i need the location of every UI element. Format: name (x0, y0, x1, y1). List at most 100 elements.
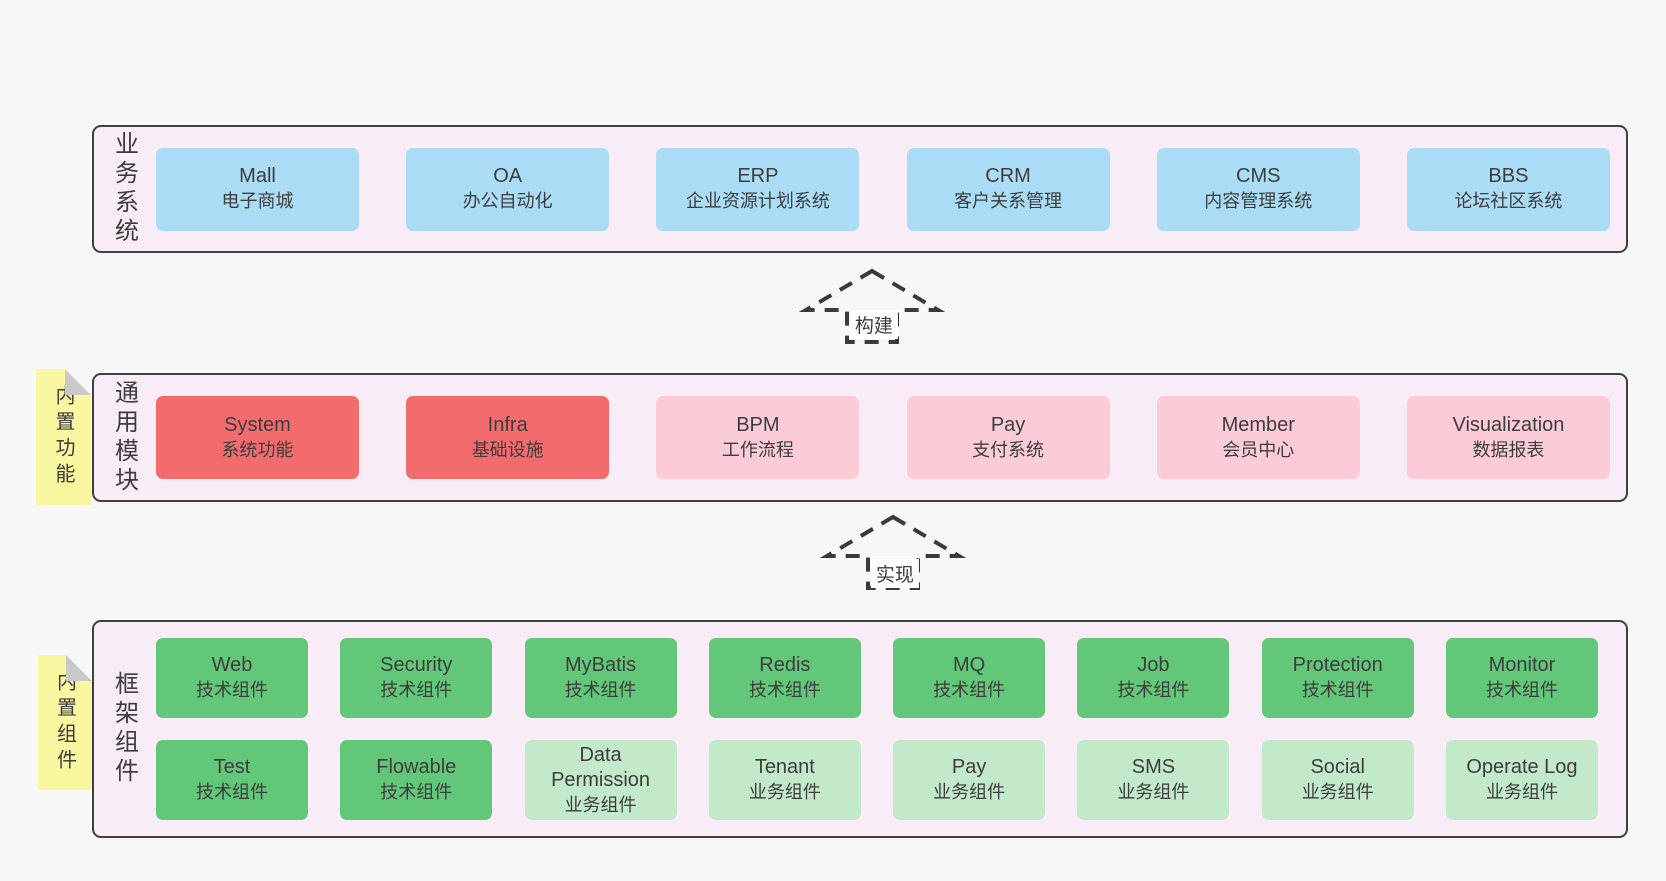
box-erp: ERP 企业资源计划系统 (656, 147, 860, 231)
box-mybatis-name: MyBatis (565, 654, 637, 676)
business-boxes-row: Mall 电子商城 OA 办公自动化 ERP 企业资源计划系统 CRM 客户关系… (146, 127, 1626, 251)
box-mybatis: MyBatis 技术组件 (524, 638, 677, 718)
box-pay-component-desc: 业务组件 (933, 782, 1006, 802)
framework-row-2: Test 技术组件 Flowable 技术组件 Data Permission … (156, 740, 1598, 820)
box-member-name: Member (1221, 413, 1295, 436)
box-tenant-name: Tenant (754, 756, 815, 778)
box-sms-name: SMS (1131, 756, 1176, 778)
builtin-components-note: 内置组件 (38, 655, 92, 790)
box-cms-name: CMS (1236, 165, 1281, 187)
box-web-desc: 技术组件 (196, 680, 268, 700)
box-operate-log-desc: 业务组件 (1485, 782, 1558, 802)
box-monitor: Monitor 技术组件 (1445, 638, 1598, 718)
implement-arrow-label: 实现 (870, 559, 919, 588)
box-protection: Protection 技术组件 (1261, 638, 1414, 718)
common-modules-layer: 通用模块 System 系统功能 Infra 基础设施 BPM 工作流程 Pay… (92, 373, 1628, 502)
box-job: Job 技术组件 (1077, 638, 1230, 718)
box-erp-desc: 企业资源计划系统 (685, 191, 830, 211)
box-system-desc: 系统功能 (221, 439, 294, 460)
box-visualization-name: Visualization (1452, 413, 1565, 436)
box-operate-log: Operate Log 业务组件 (1445, 740, 1598, 820)
box-cms-desc: 内容管理系统 (1204, 191, 1313, 211)
box-pay-component: Pay 业务组件 (893, 740, 1046, 820)
box-operate-log-name: Operate Log (1466, 756, 1578, 778)
box-web-name: Web (211, 654, 253, 676)
box-flowable-name: Flowable (376, 756, 457, 778)
framework-row-1: Web 技术组件 Security 技术组件 MyBatis 技术组件 Redi… (156, 638, 1598, 718)
box-social-desc: 业务组件 (1301, 782, 1374, 802)
box-test-name: Test (213, 756, 251, 778)
box-crm-desc: 客户关系管理 (954, 191, 1063, 211)
builtin-features-note: 内置功能 (36, 369, 91, 505)
box-pay-module: Pay 支付系统 (906, 396, 1110, 479)
box-monitor-desc: 技术组件 (1485, 680, 1558, 700)
box-bbs-name: BBS (1488, 165, 1529, 187)
box-redis: Redis 技术组件 (708, 638, 861, 718)
box-mall-desc: 电子商城 (221, 191, 294, 211)
box-cms: CMS 内容管理系统 (1156, 147, 1360, 231)
box-bbs-desc: 论坛社区系统 (1454, 191, 1563, 211)
box-visualization-desc: 数据报表 (1472, 439, 1545, 460)
framework-boxes-grid: Web 技术组件 Security 技术组件 MyBatis 技术组件 Redi… (146, 622, 1626, 836)
box-test: Test 技术组件 (156, 740, 308, 820)
box-security-desc: 技术组件 (380, 680, 453, 700)
framework-components-layer: 框架组件 Web 技术组件 Security 技术组件 MyBatis 技术组件… (92, 620, 1628, 838)
box-infra: Infra 基础设施 (406, 396, 610, 479)
builtin-features-note-label: 内置功能 (52, 385, 74, 489)
box-flowable: Flowable 技术组件 (340, 740, 493, 820)
box-mall-name: Mall (239, 165, 276, 187)
box-bpm-name: BPM (736, 413, 780, 436)
box-mybatis-desc: 技术组件 (564, 680, 637, 700)
box-crm: CRM 客户关系管理 (906, 147, 1110, 231)
modules-boxes-row: System 系统功能 Infra 基础设施 BPM 工作流程 Pay 支付系统… (146, 375, 1626, 500)
box-redis-name: Redis (759, 654, 811, 676)
dashed-up-arrow-icon (798, 268, 946, 344)
box-system-name: System (224, 413, 291, 436)
build-arrow-label: 构建 (849, 310, 898, 339)
box-erp-name: ERP (737, 165, 779, 187)
box-tenant-desc: 业务组件 (748, 782, 821, 802)
box-infra-desc: 基础设施 (471, 439, 544, 460)
box-bbs: BBS 论坛社区系统 (1406, 147, 1610, 231)
box-data-permission-desc: 业务组件 (564, 794, 637, 815)
business-systems-layer: 业务系统 Mall 电子商城 OA 办公自动化 ERP 企业资源计划系统 CRM… (92, 125, 1628, 253)
box-protection-name: Protection (1292, 654, 1383, 676)
box-visualization: Visualization 数据报表 (1406, 396, 1610, 479)
box-mq: MQ 技术组件 (893, 638, 1046, 718)
box-bpm-desc: 工作流程 (721, 439, 794, 460)
box-flowable-desc: 技术组件 (380, 782, 453, 802)
box-pay-component-name: Pay (951, 756, 987, 778)
box-job-desc: 技术组件 (1117, 680, 1190, 700)
box-mq-desc: 技术组件 (933, 680, 1006, 700)
box-tenant: Tenant 业务组件 (708, 740, 861, 820)
box-system: System 系统功能 (156, 396, 359, 479)
box-redis-desc: 技术组件 (748, 680, 821, 700)
box-web: Web 技术组件 (156, 638, 308, 718)
box-security-name: Security (380, 654, 453, 676)
box-job-name: Job (1137, 654, 1170, 676)
business-layer-label: 业务系统 (110, 131, 138, 247)
box-crm-name: CRM (985, 165, 1031, 187)
box-oa-name: OA (493, 165, 523, 187)
box-security: Security 技术组件 (340, 638, 493, 718)
box-test-desc: 技术组件 (196, 782, 268, 802)
box-protection-desc: 技术组件 (1301, 680, 1374, 700)
implement-arrow: 实现 (818, 514, 968, 592)
framework-layer-label: 框架组件 (110, 671, 138, 787)
box-mall: Mall 电子商城 (156, 147, 359, 231)
box-data-permission-name: Data Permission (551, 743, 651, 791)
box-oa: OA 办公自动化 (406, 147, 610, 231)
build-arrow: 构建 (797, 268, 947, 346)
box-bpm: BPM 工作流程 (656, 396, 860, 479)
box-mq-name: MQ (953, 654, 986, 676)
box-member-desc: 会员中心 (1222, 439, 1295, 460)
dashed-up-arrow-icon (819, 514, 967, 590)
box-sms-desc: 业务组件 (1117, 782, 1190, 802)
box-pay-module-name: Pay (990, 413, 1026, 436)
box-oa-desc: 办公自动化 (462, 191, 553, 211)
box-pay-module-desc: 支付系统 (972, 439, 1045, 460)
box-social: Social 业务组件 (1261, 740, 1414, 820)
box-data-permission: Data Permission 业务组件 (524, 740, 677, 820)
box-member: Member 会员中心 (1156, 396, 1360, 479)
